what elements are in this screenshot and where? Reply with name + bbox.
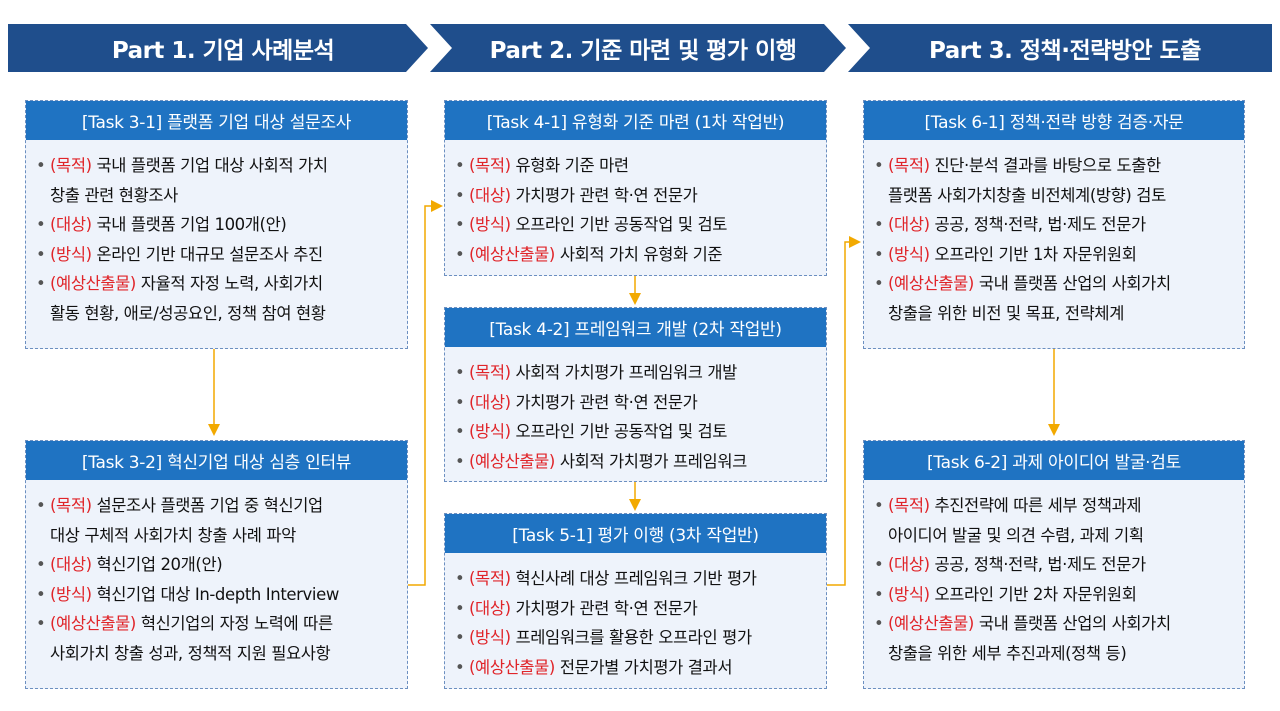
list-item: (예상산출물) 국내 플랫폼 산업의 사회가치 [874, 269, 1236, 299]
arrow-t32-t41 [408, 200, 443, 586]
task-4-2-title: [Task 4-2] 프레임워크 개발 (2차 작업반) [445, 308, 826, 347]
list-item: (대상) 공공, 정책·전략, 법·제도 전문가 [874, 210, 1236, 240]
list-item: (예상산출물) 전문가별 가치평가 결과서 [455, 653, 818, 683]
task-5-1-title: [Task 5-1] 평가 이행 (3차 작업반) [445, 514, 826, 553]
list-item: (방식) 혁신기업 대상 In-depth Interview [36, 580, 399, 610]
task-6-1-title: [Task 6-1] 정책·전략 방향 검증·자문 [864, 101, 1244, 140]
task-4-1-body: (목적) 유형화 기준 마련 (대상) 가치평가 관련 학·연 전문가 (방식)… [455, 151, 818, 269]
list-item: (방식) 오프라인 기반 1차 자문위원회 [874, 240, 1236, 270]
list-item-cont: 창출을 위한 비전 및 목표, 전략체계 [888, 303, 1124, 323]
part-1-label: Part 1. 기업 사례분석 [111, 38, 335, 64]
part-1-header: Part 1. 기업 사례분석 [8, 24, 428, 72]
list-item: (목적) 혁신사례 대상 프레임워크 기반 평가 [455, 564, 818, 594]
task-3-2-box: [Task 3-2] 혁신기업 대상 심층 인터뷰 (목적) 설문조사 플랫폼 … [25, 440, 408, 689]
list-item: (목적) 유형화 기준 마련 [455, 151, 818, 181]
list-item: (대상) 가치평가 관련 학·연 전문가 [455, 181, 818, 211]
task-4-2-body: (목적) 사회적 가치평가 프레임워크 개발 (대상) 가치평가 관련 학·연 … [455, 358, 818, 476]
list-item-cont: 플랫폼 사회가치창출 비전체계(방향) 검토 [888, 185, 1166, 205]
list-item: (예상산출물) 혁신기업의 자정 노력에 따른 [36, 609, 399, 639]
task-4-1-title: [Task 4-1] 유형화 기준 마련 (1차 작업반) [445, 101, 826, 140]
part-2-label: Part 2. 기준 마련 및 평가 이행 [489, 38, 797, 64]
list-item-cont: 창출 관련 현황조사 [50, 185, 178, 205]
list-item: (예상산출물) 사회적 가치 유형화 기준 [455, 240, 818, 270]
task-3-1-title: [Task 3-1] 플랫폼 기업 대상 설문조사 [26, 101, 407, 140]
task-6-2-title: [Task 6-2] 과제 아이디어 발굴·검토 [864, 441, 1244, 480]
list-item: (대상) 국내 플랫폼 기업 100개(안) [36, 210, 399, 240]
list-item: (목적) 추진전략에 따른 세부 정책과제 [874, 491, 1236, 521]
task-3-2-body: (목적) 설문조사 플랫폼 기업 중 혁신기업 대상 구체적 사회가치 창출 사… [36, 491, 399, 668]
list-item-cont: 사회가치 창출 성과, 정책적 지원 필요사항 [50, 643, 331, 663]
task-4-1-box: [Task 4-1] 유형화 기준 마련 (1차 작업반) (목적) 유형화 기… [444, 100, 827, 276]
task-5-1-body: (목적) 혁신사례 대상 프레임워크 기반 평가 (대상) 가치평가 관련 학·… [455, 564, 818, 682]
list-item-cont: 아이디어 발굴 및 의견 수렴, 과제 기획 [888, 525, 1144, 545]
list-item: (대상) 가치평가 관련 학·연 전문가 [455, 388, 818, 418]
list-item: (예상산출물) 사회적 가치평가 프레임워크 [455, 447, 818, 477]
task-4-2-box: [Task 4-2] 프레임워크 개발 (2차 작업반) (목적) 사회적 가치… [444, 307, 827, 482]
list-item: (방식) 오프라인 기반 공동작업 및 검토 [455, 210, 818, 240]
list-item: (목적) 사회적 가치평가 프레임워크 개발 [455, 358, 818, 388]
list-item: (방식) 오프라인 기반 공동작업 및 검토 [455, 417, 818, 447]
task-3-1-box: [Task 3-1] 플랫폼 기업 대상 설문조사 (목적) 국내 플랫폼 기업… [25, 100, 408, 349]
list-item-cont: 대상 구체적 사회가치 창출 사례 파악 [50, 525, 296, 545]
part-2-header: Part 2. 기준 마련 및 평가 이행 [430, 24, 846, 72]
arrow-t51-t61 [827, 236, 861, 586]
task-6-2-box: [Task 6-2] 과제 아이디어 발굴·검토 (목적) 추진전략에 따른 세… [863, 440, 1245, 689]
task-6-2-body: (목적) 추진전략에 따른 세부 정책과제 아이디어 발굴 및 의견 수렴, 과… [874, 491, 1236, 668]
task-3-2-title: [Task 3-2] 혁신기업 대상 심층 인터뷰 [26, 441, 407, 480]
list-item: (목적) 설문조사 플랫폼 기업 중 혁신기업 [36, 491, 399, 521]
task-3-1-body: (목적) 국내 플랫폼 기업 대상 사회적 가치 창출 관련 현황조사 (대상)… [36, 151, 399, 328]
part-3-label: Part 3. 정책·전략방안 도출 [929, 38, 1201, 64]
list-item: (목적) 국내 플랫폼 기업 대상 사회적 가치 [36, 151, 399, 181]
task-6-1-body: (목적) 진단·분석 결과를 바탕으로 도출한 플랫폼 사회가치창출 비전체계(… [874, 151, 1236, 328]
task-6-1-box: [Task 6-1] 정책·전략 방향 검증·자문 (목적) 진단·분석 결과를… [863, 100, 1245, 349]
list-item: (목적) 진단·분석 결과를 바탕으로 도출한 [874, 151, 1236, 181]
task-5-1-box: [Task 5-1] 평가 이행 (3차 작업반) (목적) 혁신사례 대상 프… [444, 513, 827, 689]
list-item: (대상) 혁신기업 20개(안) [36, 550, 399, 580]
list-item-cont: 창출을 위한 세부 추진과제(정책 등) [888, 643, 1127, 663]
list-item-cont: 활동 현황, 애로/성공요인, 정책 참여 현황 [50, 303, 326, 323]
part-3-header: Part 3. 정책·전략방안 도출 [848, 24, 1272, 72]
list-item: (예상산출물) 국내 플랫폼 산업의 사회가치 [874, 609, 1236, 639]
list-item: (대상) 가치평가 관련 학·연 전문가 [455, 594, 818, 624]
list-item: (대상) 공공, 정책·전략, 법·제도 전문가 [874, 550, 1236, 580]
list-item: (방식) 오프라인 기반 2차 자문위원회 [874, 580, 1236, 610]
list-item: (예상산출물) 자율적 자정 노력, 사회가치 [36, 269, 399, 299]
list-item: (방식) 프레임워크를 활용한 오프라인 평가 [455, 623, 818, 653]
list-item: (방식) 온라인 기반 대규모 설문조사 추진 [36, 240, 399, 270]
